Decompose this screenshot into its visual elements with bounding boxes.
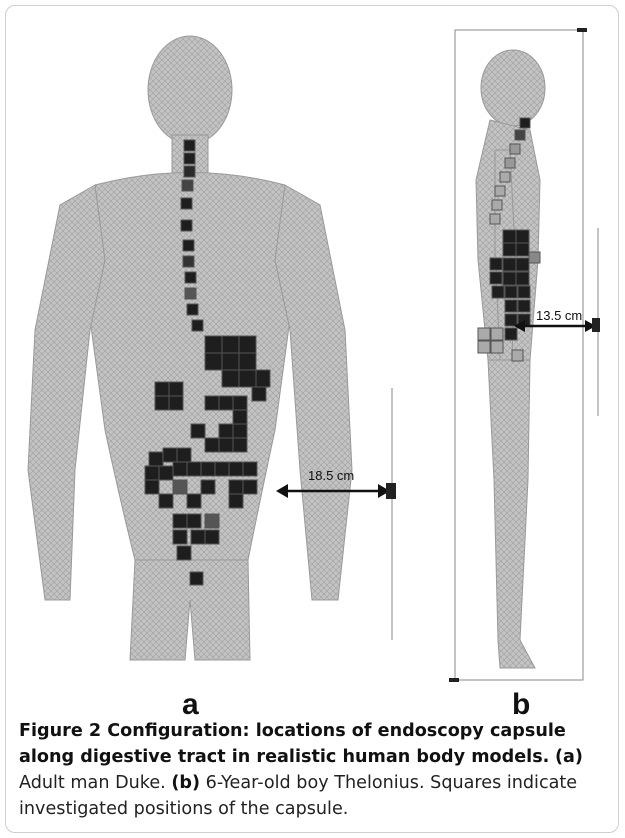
caption-part-b-tag: (b) bbox=[171, 773, 200, 793]
bbox-marker-top bbox=[577, 28, 587, 32]
distance-label-a: 18.5 cm bbox=[308, 468, 354, 483]
figure-caption: Figure 2 Configuration: locations of end… bbox=[19, 718, 611, 822]
adult-body-front-view bbox=[28, 36, 352, 660]
panel-label-b: b bbox=[512, 690, 530, 720]
caption-part-a-text: Adult man Duke. bbox=[19, 773, 171, 793]
caption-part-a-tag: (a) bbox=[555, 747, 583, 767]
distance-label-b: 13.5 cm bbox=[536, 308, 582, 323]
child-body-side-view bbox=[476, 50, 545, 668]
body-model-figure: 18.5 cm bbox=[0, 0, 625, 690]
panel-label-a: a bbox=[182, 690, 199, 720]
bbox-marker-bottom bbox=[449, 678, 459, 682]
caption-title: Figure 2 Configuration: locations of end… bbox=[19, 721, 566, 767]
